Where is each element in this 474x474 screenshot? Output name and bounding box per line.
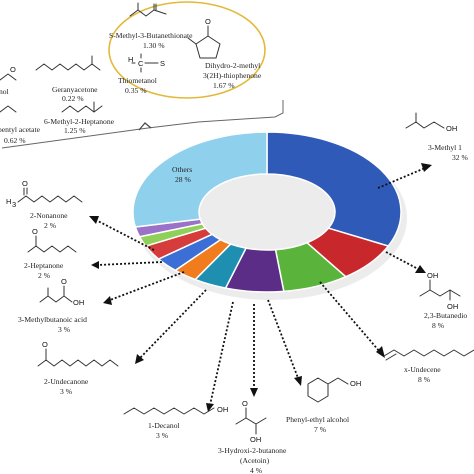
slice-label-methylbutanoic-name: 3-Methylbutanoic acid	[18, 315, 87, 324]
svg-text:O: O	[32, 227, 38, 236]
others-bracket-pointer	[138, 122, 152, 131]
structure-x-undecene	[383, 349, 474, 361]
svg-text:OH: OH	[427, 271, 438, 280]
callout-arrows	[95, 167, 426, 406]
others-item-5-name: 6-Methyl-2-Heptanone	[44, 117, 115, 126]
slice-label-others-name: Others	[172, 165, 192, 174]
structure-3-methyl-1-butanol: OH	[405, 112, 457, 133]
others-item-4-name: Geranyacetone	[52, 85, 98, 94]
cropped-left-oh: O	[10, 65, 16, 74]
slice-label-3-methyl-name: 3-Methyl 1	[428, 143, 462, 152]
structure-1-decanol: OH	[123, 405, 228, 415]
structure-2-heptanone: O	[27, 227, 77, 253]
structure-phenyl-ethyl-alcohol: OH	[307, 377, 361, 403]
others-item-2-name-l1: Dihydro-2-methyl	[205, 61, 260, 70]
svg-text:O: O	[42, 340, 48, 349]
svg-text:O: O	[61, 277, 67, 286]
svg-text:OH: OH	[447, 302, 458, 311]
structure-geranyacetone	[35, 63, 101, 71]
slice-label-acetoin-pct: 4 %	[250, 466, 263, 474]
slice-label-decanol-pct: 3 %	[156, 431, 169, 440]
others-item-3-name: Thiometanol	[118, 76, 157, 85]
others-item-2-pct: 1.67 %	[213, 81, 235, 90]
slice-label-nonanone-pct: 2 %	[44, 221, 57, 230]
slice-label-acetoin-name: 3-Hydroxi-2-butanone	[218, 446, 287, 455]
svg-text:OH: OH	[350, 379, 361, 388]
donut-slice-others	[132, 131, 268, 228]
others-item-1-name: S-Methyl-3-Butanethionate	[109, 31, 193, 40]
svg-text:O: O	[205, 17, 211, 26]
others-highlight-ellipse	[108, 1, 266, 99]
others-item-1-pct: 1.30 %	[143, 41, 165, 50]
structure-pentyl-acetate	[0, 105, 17, 113]
svg-text:3: 3	[12, 200, 16, 209]
svg-text:O: O	[22, 179, 28, 188]
svg-text:O: O	[242, 399, 248, 408]
slice-label-methylbutanoic-pct: 3 %	[58, 325, 71, 334]
slice-label-phenyl-name: Phenyl-ethyl alcohol	[286, 415, 349, 424]
svg-text:H: H	[6, 197, 11, 206]
donut-slice-3-methyl-1	[266, 131, 402, 247]
others-item-6-pct: 0.62 %	[4, 136, 26, 145]
others-item-5-pct: 1.25 %	[64, 126, 86, 135]
structure-cropped-left	[0, 73, 17, 81]
svg-text:OH: OH	[250, 435, 261, 444]
svg-text:C: C	[138, 59, 144, 68]
structure-2-nonanone: H 3 O	[6, 179, 83, 209]
slice-label-butanediol-name: 2,3-Butanedio	[424, 311, 467, 320]
others-bracket	[1, 100, 284, 149]
donut-slices	[132, 131, 402, 293]
slice-label-undecanone-name: 2-Undecanone	[44, 377, 89, 386]
svg-text:S: S	[160, 59, 165, 68]
slice-label-acetoin-sub: (Acetoin)	[240, 456, 270, 465]
svg-text:H: H	[128, 55, 133, 64]
structure-dihydro-thiophenone: O	[187, 17, 221, 59]
structure-6-methyl-2-heptanone	[61, 105, 103, 113]
slice-label-heptanone-name: 2-Heptanone	[24, 261, 64, 270]
slice-label-nonanone-name: 2-Nonanone	[30, 211, 68, 220]
others-item-7-name: nol	[0, 87, 9, 96]
svg-text:OH: OH	[446, 124, 457, 133]
others-item-6-name: pentyl acetate	[0, 125, 41, 134]
slice-label-phenyl-pct: 7 %	[314, 425, 327, 434]
others-item-3-pct: 0.35 %	[125, 86, 147, 95]
slice-label-heptanone-pct: 2 %	[38, 271, 51, 280]
slice-label-butanediol-pct: 8 %	[432, 321, 445, 330]
structure-3-methylbutanoic-acid: O OH	[39, 277, 84, 307]
slice-label-others-pct: 28 %	[175, 175, 191, 184]
structure-2-undecanone: O	[37, 340, 119, 367]
structure-2-3-butanediol: OH OH	[419, 271, 461, 311]
svg-text:OH: OH	[73, 298, 84, 307]
structure-acetoin: O OH	[235, 399, 267, 444]
svg-text:OH: OH	[217, 405, 228, 414]
slice-label-undecene-pct: 8 %	[418, 375, 431, 384]
structure-thiometanol: H C S	[128, 53, 165, 73]
arrow-heads	[89, 163, 432, 412]
others-item-4-pct: 0.22 %	[62, 94, 84, 103]
slice-label-decanol-name: 1-Decanol	[148, 421, 180, 430]
slice-label-3-methyl-pct: 32 %	[452, 153, 468, 162]
structure-s-methyl-3-butanethionate	[129, 2, 167, 17]
others-item-2-name-l2: 3(2H)-thiophenone	[203, 71, 262, 80]
slice-label-undecanone-pct: 3 %	[60, 387, 73, 396]
slice-label-undecene-name: x-Undecene	[404, 365, 441, 374]
